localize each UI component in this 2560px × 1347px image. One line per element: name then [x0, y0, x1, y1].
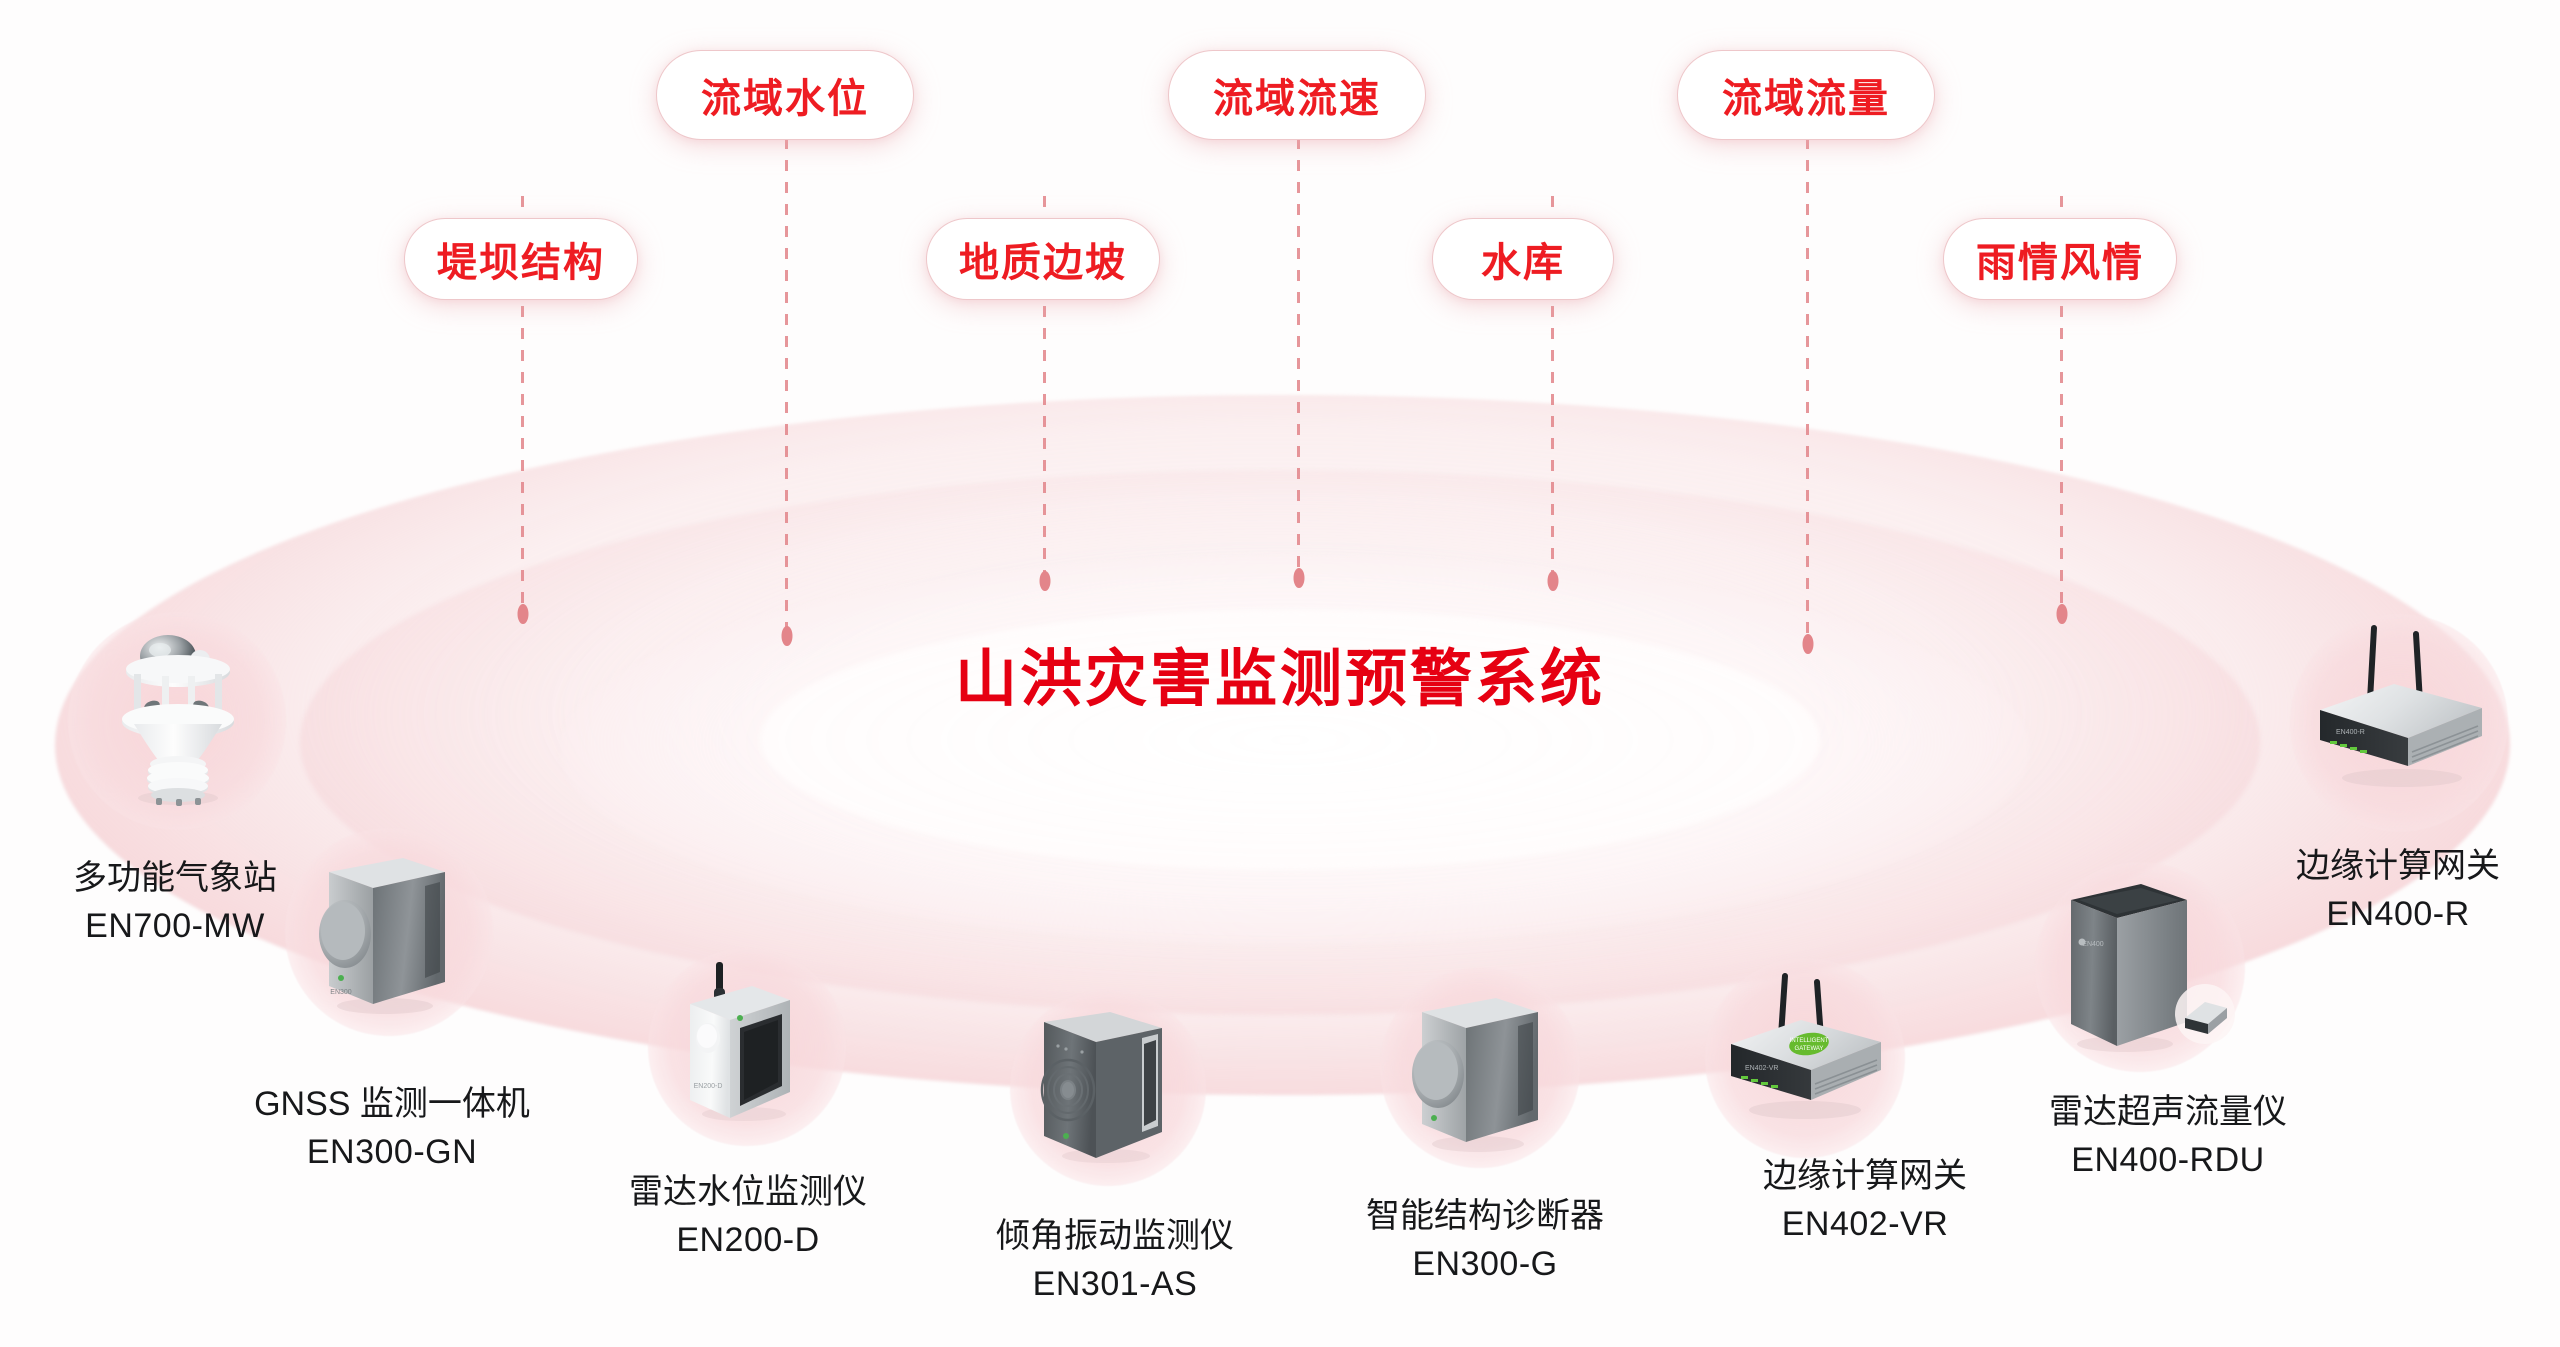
device-name-en301-as: 倾角振动监测仪: [996, 1217, 1234, 1255]
pill-geological-slope-label: 地质边坡: [959, 241, 1127, 285]
device-model-en700-mw: EN700-MW: [85, 907, 265, 946]
pill-dam-structure[interactable]: 堤坝结构: [404, 218, 638, 300]
svg-text:EN200-D: EN200-D: [694, 1083, 723, 1090]
device-caption-en700-mw: 多功能气象站 EN700-MW: [0, 854, 360, 951]
device-caption-en300-g: 智能结构诊断器 EN300-G: [1285, 1192, 1685, 1289]
device-caption-en400-rdu: 雷达超声流量仪 EN400-RDU: [1948, 1088, 2388, 1185]
device-node-en301-as[interactable]: [1010, 990, 1206, 1186]
pill-basin-flow-speed-label: 流域流速: [1213, 77, 1381, 121]
pill-basin-water-level[interactable]: 流域水位: [656, 50, 914, 140]
device-model-en402-vr: EN402-VR: [1781, 1205, 1949, 1244]
pill-basin-flow-speed[interactable]: 流域流速: [1168, 50, 1426, 140]
svg-text:EN300: EN300: [330, 989, 352, 996]
device-node-en400-rdu[interactable]: EN400: [2035, 862, 2245, 1072]
radar-water-level-icon: EN200-D: [690, 962, 790, 1121]
device-model-en300-g: EN300-G: [1412, 1245, 1558, 1284]
device-model-en301-as: EN301-AS: [1032, 1265, 1198, 1304]
pill-reservoir-label: 水库: [1481, 241, 1565, 285]
device-name-en400-r: 边缘计算网关: [2296, 847, 2500, 885]
svg-text:GATEWAY: GATEWAY: [1795, 1046, 1824, 1052]
connector-basin-flow-rate: [1806, 138, 1809, 644]
device-model-en200-d: EN200-D: [676, 1221, 820, 1260]
svg-text:EN400: EN400: [2082, 941, 2104, 948]
ring-inner-ellipse: [560, 555, 2030, 945]
pill-reservoir[interactable]: 水库: [1432, 218, 1614, 300]
pill-rain-wind[interactable]: 雨情风情: [1943, 218, 2177, 300]
device-name-en300-gn: GNSS 监测一体机: [254, 1085, 530, 1123]
pill-basin-water-level-label: 流域水位: [701, 77, 869, 121]
device-node-en400-r[interactable]: EN400-R: [2290, 614, 2508, 832]
pill-rain-wind-label: 雨情风情: [1976, 241, 2144, 285]
radar-ultrasonic-flow-icon: EN400: [2071, 884, 2235, 1052]
device-node-en402-vr[interactable]: INTELLIGENT GATEWAY EN402-VR: [1705, 958, 1905, 1158]
device-model-en400-r: EN400-R: [2326, 895, 2470, 934]
ring-middle-ellipse: [300, 470, 2260, 1015]
connector-basin-water-level: [785, 138, 788, 636]
device-caption-en300-gn: GNSS 监测一体机 EN300-GN: [182, 1080, 602, 1177]
pill-basin-flow-rate-label: 流域流量: [1722, 77, 1890, 121]
device-node-en300-g[interactable]: [1380, 968, 1580, 1168]
device-model-en300-gn: EN300-GN: [306, 1133, 478, 1172]
pill-dam-structure-label: 堤坝结构: [437, 241, 605, 285]
device-name-en402-vr: 边缘计算网关: [1763, 1157, 1967, 1195]
device-name-en200-d: 雷达水位监测仪: [629, 1173, 867, 1211]
connector-reservoir: [1551, 196, 1554, 581]
device-caption-en200-d: 雷达水位监测仪 EN200-D: [548, 1168, 948, 1265]
svg-text:EN400-R: EN400-R: [2336, 729, 2365, 736]
device-caption-en402-vr: 边缘计算网关 EN402-VR: [1665, 1152, 2065, 1249]
edge-gateway-icon: INTELLIGENT GATEWAY EN402-VR: [1731, 973, 1881, 1119]
pill-basin-flow-rate[interactable]: 流域流量: [1677, 50, 1935, 140]
svg-text:EN402-VR: EN402-VR: [1745, 1065, 1778, 1072]
structure-diagnostic-icon: [1412, 998, 1538, 1152]
edge-gateway-icon: EN400-R: [2320, 625, 2482, 787]
system-title: 山洪灾害监测预警系统: [954, 645, 1605, 714]
device-caption-en400-r: 边缘计算网关 EN400-R: [2228, 842, 2560, 939]
device-name-en300-g: 智能结构诊断器: [1366, 1197, 1604, 1235]
device-name-en400-rdu: 雷达超声流量仪: [2049, 1093, 2287, 1131]
connector-basin-flow-speed: [1297, 138, 1300, 578]
device-node-en200-d[interactable]: EN200-D: [648, 948, 846, 1146]
weather-station-icon: [122, 635, 234, 806]
device-name-en700-mw: 多功能气象站: [73, 859, 277, 897]
svg-text:INTELLIGENT: INTELLIGENT: [1790, 1038, 1829, 1044]
device-caption-en301-as: 倾角振动监测仪 EN301-AS: [915, 1212, 1315, 1309]
device-model-en400-rdu: EN400-RDU: [2071, 1141, 2265, 1180]
tilt-vibration-icon: [1040, 1012, 1162, 1163]
device-node-en700-mw[interactable]: [68, 612, 286, 830]
connector-geological-slope: [1043, 196, 1046, 581]
pill-geological-slope[interactable]: 地质边坡: [926, 218, 1160, 300]
